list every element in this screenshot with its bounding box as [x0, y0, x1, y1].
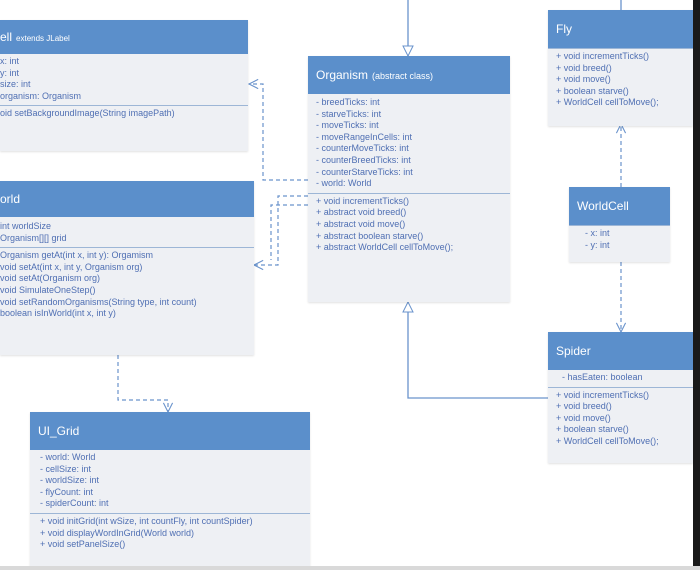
attribute: - counterBreedTicks: int [316, 154, 411, 165]
class-spider-header: Spider [548, 332, 693, 370]
class-organism-header: Organism(abstract class) [308, 56, 510, 94]
attribute: - x: int [585, 228, 610, 238]
method: void setAt(Organism org) [0, 273, 101, 284]
method: + void displayWordInGrid(World world) [40, 527, 194, 538]
attribute: - hasEaten: boolean [562, 372, 643, 382]
method: + boolean starve() [556, 424, 629, 435]
method: + abstract void breed() [316, 207, 407, 218]
class-world-header: orld [0, 181, 254, 217]
attribute: - cellSize: int [40, 463, 92, 474]
method: void setRandomOrganisms(String type, int… [0, 296, 197, 307]
class-cell-attributes: x: int y: int size: int organism: Organi… [0, 54, 248, 107]
attribute: - world: World [316, 178, 372, 189]
method: + boolean starve() [556, 85, 629, 96]
class-ui-grid-methods: + void initGrid(int wSize, int countFly,… [30, 514, 310, 554]
class-spider-name: Spider [556, 344, 591, 358]
class-worldcell-header: WorldCell [569, 187, 670, 225]
attribute: - breedTicks: int [316, 97, 380, 107]
class-cell-name: ell [0, 30, 13, 44]
attribute: - flyCount: int [40, 486, 94, 497]
class-worldcell-name: WorldCell [577, 199, 629, 213]
class-world-methods: Organism getAt(int x, int y): Orgamism v… [0, 248, 254, 323]
class-world-name: orld [0, 192, 21, 206]
generalization-spider-to-organism [408, 302, 548, 399]
class-ui-grid: UI_Grid - world: World - cellSize: int -… [30, 412, 310, 568]
method: + abstract void move() [316, 218, 406, 229]
attribute: - world: World [40, 452, 96, 462]
class-fly: Fly + void incrementTicks() + void breed… [548, 10, 693, 126]
class-organism-stereotype: (abstract class) [372, 71, 434, 81]
class-organism: Organism(abstract class) - breedTicks: i… [308, 56, 510, 302]
attribute: - counterStarveTicks: int [316, 166, 413, 177]
method: boolean isInWorld(int x, int y) [0, 308, 116, 319]
method: + void initGrid(int wSize, int countFly,… [40, 515, 253, 526]
screen-edge [693, 0, 700, 570]
attribute: - starveTicks: int [316, 108, 382, 119]
class-spider-methods: + void incrementTicks() + void breed() +… [548, 388, 693, 451]
class-spider: Spider - hasEaten: boolean + void increm… [548, 332, 693, 463]
method: + void move() [556, 412, 611, 423]
class-world-attributes: int worldSize Organism[][] grid [0, 217, 254, 249]
class-organism-attributes: - breedTicks: int - starveTicks: int - m… [308, 94, 510, 194]
method: + void breed() [556, 401, 612, 412]
attribute: - worldSize: int [40, 475, 100, 486]
class-worldcell: WorldCell - x: int - y: int [569, 187, 670, 262]
attribute: y: int [0, 67, 20, 78]
class-organism-name: Organism [316, 68, 369, 82]
class-cell-extends: extends JLabel [16, 34, 70, 43]
method: + void move() [556, 74, 611, 85]
class-cell-methods: oid setBackgroundImage(String imagePath) [0, 106, 248, 123]
attribute: - spiderCount: int [40, 498, 109, 509]
dependency-organism-to-world-2 [270, 204, 308, 260]
class-fly-header: Fly [548, 10, 693, 48]
attribute: Organism[][] grid [0, 232, 67, 243]
method: + void incrementTicks() [556, 389, 649, 400]
dependency-organism-to-world [254, 195, 308, 265]
method: + void incrementTicks() [556, 51, 649, 61]
method: + void breed() [556, 62, 612, 73]
class-ui-grid-name: UI_Grid [38, 424, 80, 438]
dependency-organism-to-cell [249, 84, 308, 181]
attribute: size: int [0, 79, 31, 90]
attribute: - counterMoveTicks: int [316, 143, 409, 154]
class-ui-grid-attributes: - world: World - cellSize: int - worldSi… [30, 450, 310, 514]
class-fly-methods: + void incrementTicks() + void breed() +… [548, 48, 693, 112]
method: Organism getAt(int x, int y): Orgamism [0, 250, 154, 261]
method: + WorldCell cellToMove(); [556, 435, 659, 446]
method: void setAt(int x, int y, Organism org) [0, 261, 143, 272]
class-spider-attributes: - hasEaten: boolean [548, 370, 693, 388]
attribute: organism: Organism [0, 90, 82, 101]
attribute: int worldSize [0, 221, 52, 231]
attribute: - moveTicks: int [316, 120, 379, 131]
attribute: x: int [0, 56, 20, 66]
class-worldcell-attributes: - x: int - y: int [569, 225, 670, 254]
class-ui-grid-header: UI_Grid [30, 412, 310, 450]
dependency-world-to-ui-grid [117, 355, 168, 412]
method: + void incrementTicks() [316, 195, 409, 206]
method: + WorldCell cellToMove(); [556, 97, 659, 108]
method: void SimulateOneStep() [0, 284, 96, 295]
method: + abstract WorldCell cellToMove(); [316, 242, 454, 253]
attribute: - moveRangeInCells: int [316, 131, 413, 142]
method: + abstract boolean starve() [316, 230, 424, 241]
method: oid setBackgroundImage(String imagePath) [0, 108, 175, 119]
attribute: - y: int [585, 239, 610, 250]
method: + void setPanelSize() [40, 539, 126, 550]
class-world: orld int worldSize Organism[][] grid Org… [0, 181, 254, 355]
screen-bottom-edge [0, 566, 700, 570]
class-fly-name: Fly [556, 22, 572, 36]
class-organism-methods: + void incrementTicks() + abstract void … [308, 194, 510, 257]
